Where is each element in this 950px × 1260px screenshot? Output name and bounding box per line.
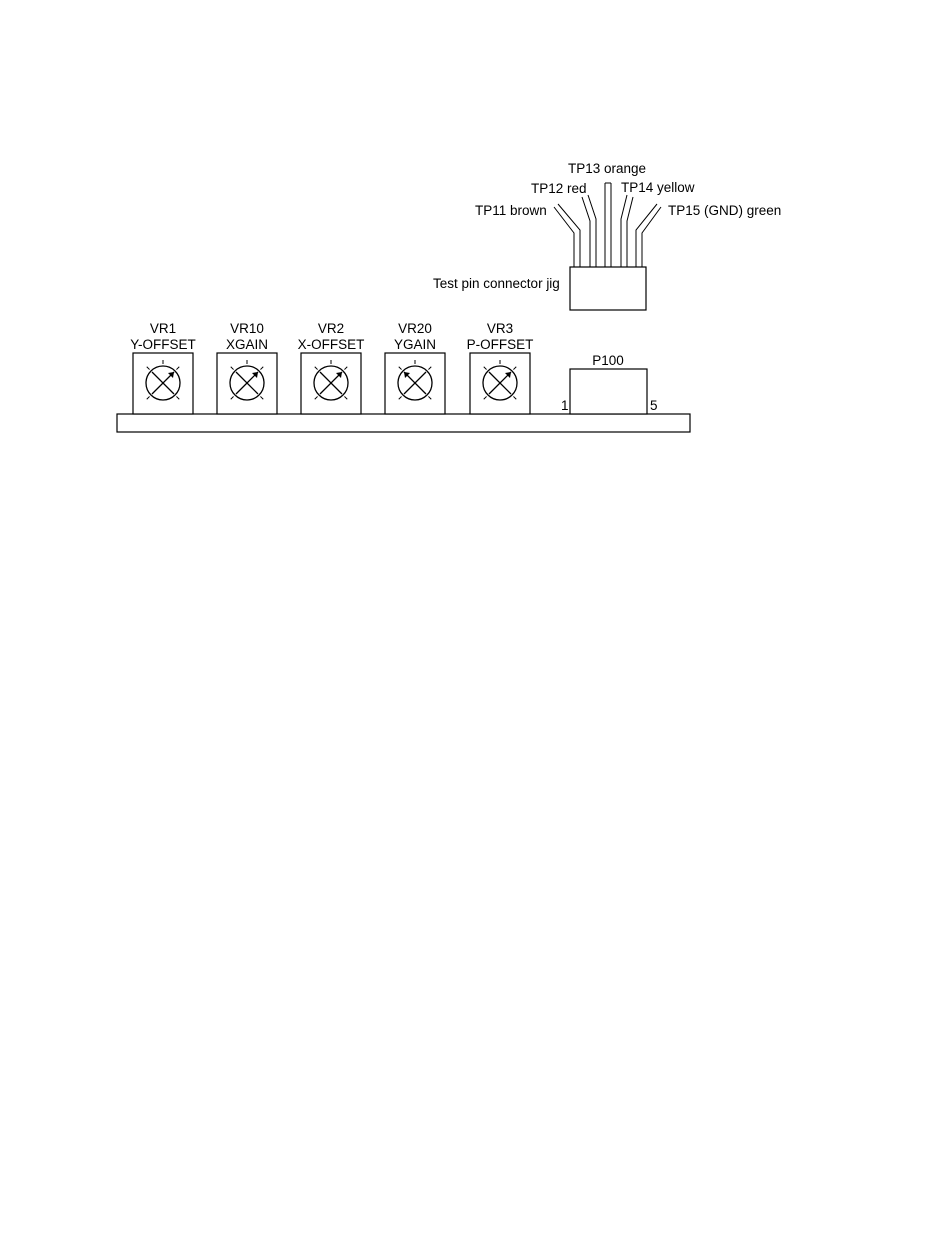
pot-id-label: VR10: [230, 321, 264, 336]
pot-name-label: Y-OFFSET: [130, 337, 196, 352]
circuit-board: [117, 414, 690, 432]
tp13-label: TP13 orange: [568, 161, 646, 176]
tp15-label: TP15 (GND) green: [668, 203, 781, 218]
pot-name-label: P-OFFSET: [467, 337, 534, 352]
pot-name-label: XGAIN: [226, 337, 268, 352]
pot-id-label: VR20: [398, 321, 432, 336]
tp14-label: TP14 yellow: [621, 180, 695, 195]
pot-id-label: VR1: [150, 321, 176, 336]
p100-label: P100: [592, 353, 624, 368]
test-lead-tp14: [621, 195, 633, 267]
p100-connector: [570, 369, 647, 414]
p100-pin-first: 1: [561, 398, 569, 413]
tp11-label: TP11 brown: [475, 203, 547, 218]
test-lead-tp12: [582, 195, 596, 267]
jig-label: Test pin connector jig: [433, 276, 560, 291]
pot-id-label: VR2: [318, 321, 344, 336]
p100-pin-last: 5: [650, 398, 658, 413]
test-lead-tp15: [636, 204, 661, 267]
test-pin-connector-jig: [570, 267, 646, 310]
pot-id-label: VR3: [487, 321, 513, 336]
pot-name-label: X-OFFSET: [298, 337, 365, 352]
tp12-label: TP12 red: [531, 181, 587, 196]
test-lead-tp11: [554, 204, 580, 267]
test-lead-tp13: [605, 183, 611, 267]
pot-name-label: YGAIN: [394, 337, 436, 352]
